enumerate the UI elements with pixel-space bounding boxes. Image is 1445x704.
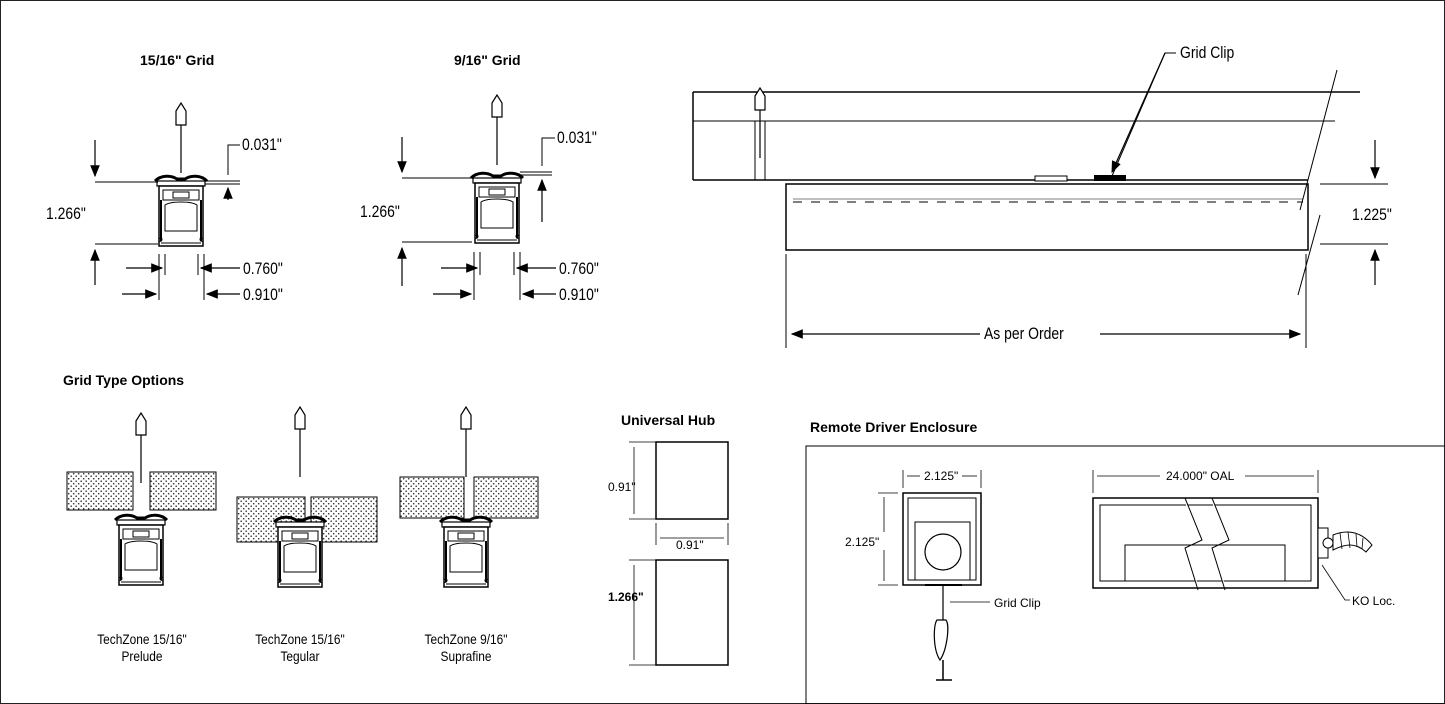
driver-ko-loc: KO Loc. xyxy=(1352,594,1396,608)
grid-options-drawings xyxy=(66,406,539,589)
grid-1516-dim-outer: 0.910" xyxy=(243,285,283,304)
grid-option-prelude: TechZone 15/16" Prelude xyxy=(94,631,189,665)
hub-dim-c: 1.266" xyxy=(608,590,644,604)
hub-drawing xyxy=(629,441,729,666)
grid-916-dim-height: 1.266" xyxy=(360,202,400,221)
driver-grid-clip: Grid Clip xyxy=(994,596,1041,610)
side-grid-clip-callout: Grid Clip xyxy=(1180,43,1235,62)
grid-916-dim-inner: 0.760" xyxy=(559,259,599,278)
grid-1516-drawing xyxy=(90,102,240,300)
grid-option-tegular-line1: TechZone 15/16" xyxy=(255,631,345,647)
driver-width: 2.125" xyxy=(924,469,959,483)
hub-title: Universal Hub xyxy=(621,412,716,428)
driver-drawing xyxy=(805,445,1445,704)
grid-option-suprafine-line1: TechZone 9/16" xyxy=(424,631,508,647)
side-dim-height: 1.225" xyxy=(1352,205,1392,224)
driver-title: Remote Driver Enclosure xyxy=(810,419,978,435)
grid-option-prelude-line1: TechZone 15/16" xyxy=(97,631,187,647)
grid-1516-title: 15/16" Grid xyxy=(140,52,215,68)
grid-916-drawing xyxy=(397,94,556,300)
grid-options-title: Grid Type Options xyxy=(63,372,185,388)
grid-option-suprafine: TechZone 9/16" Suprafine xyxy=(418,631,513,665)
grid-1516-dim-inner: 0.760" xyxy=(243,259,283,278)
grid-916-dim-outer: 0.910" xyxy=(559,285,599,304)
grid-option-tegular-line2: Tegular xyxy=(280,648,320,664)
grid-option-tegular: TechZone 15/16" Tegular xyxy=(252,631,347,665)
grid-option-suprafine-line2: Suprafine xyxy=(440,648,492,664)
driver-length: 24.000" OAL xyxy=(1166,469,1235,483)
grid-916-dim-top: 0.031" xyxy=(557,128,597,147)
hub-dim-b: 0.91" xyxy=(676,538,704,552)
driver-height: 2.125" xyxy=(845,535,880,549)
grid-1516-dim-height: 1.266" xyxy=(46,204,86,223)
side-view-drawing xyxy=(692,52,1388,348)
hub-dim-a: 0.91" xyxy=(608,480,636,494)
grid-916-title: 9/16" Grid xyxy=(454,52,521,68)
grid-option-prelude-line2: Prelude xyxy=(121,648,163,664)
side-dim-length: As per Order xyxy=(984,324,1064,343)
grid-1516-dim-top: 0.031" xyxy=(242,135,282,154)
